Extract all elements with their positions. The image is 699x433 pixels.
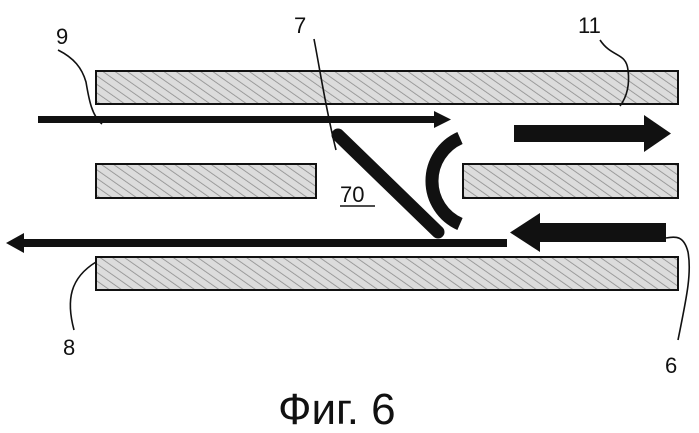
ref-label-11: 11 [578,13,601,38]
middle-right-plate [463,164,678,198]
ref-label-70: 70 [340,182,364,207]
middle-left-plate [96,164,316,198]
ref-label-7: 7 [294,13,306,38]
curved-deflector [432,138,460,224]
outlet-flow-arrow [6,233,507,253]
bottom-wall [96,257,678,290]
inlet-flow-arrow [38,111,451,128]
top-wall [96,71,678,104]
leader-8 [70,262,96,330]
ref-label-8: 8 [63,335,75,360]
ref-label-9: 9 [56,24,68,49]
ref-label-6: 6 [665,353,677,378]
figure-caption: Фиг. 6 [278,385,396,433]
bypass-flow-arrow [514,115,671,152]
return-flow-arrow [510,213,666,252]
